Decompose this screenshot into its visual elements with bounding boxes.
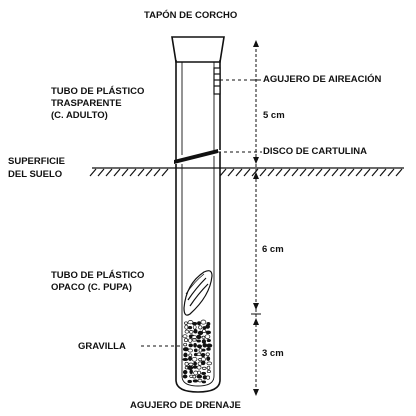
gravel-stone: [182, 358, 189, 361]
gravel-stone: [193, 370, 199, 376]
cardboard-disc-label: DISCO DE CARTULINA: [263, 146, 367, 157]
gravel-stone: [187, 379, 192, 384]
gravel-stone: [189, 369, 193, 375]
opaque-tube-label-line1: TUBO DE PLÁSTICO: [51, 270, 145, 281]
gravel-stone: [202, 343, 208, 348]
aeration-hole-label: AGUJERO DE AIREACIÓN: [263, 74, 382, 85]
cork-stopper: [171, 36, 225, 63]
aeration-hole-icon: [213, 67, 221, 95]
transparent-tube: [175, 60, 221, 160]
gravel-stone: [201, 380, 207, 384]
gravel-stone: [200, 352, 206, 358]
gravel-stone: [183, 342, 188, 347]
gravel-label: GRAVILLA: [78, 341, 126, 352]
gravel-stone: [196, 365, 202, 370]
gravel-stone: [201, 329, 207, 333]
gravel-stone: [188, 330, 194, 334]
gravel-stone: [197, 370, 201, 375]
transparent-tube-label-line2: TRASPARENTE: [51, 98, 122, 109]
gravel-stone: [182, 369, 188, 375]
gravel-stone: [184, 329, 190, 334]
gravel-stone: [192, 374, 197, 379]
gravel-stone: [206, 338, 211, 343]
gravel-fill: [182, 319, 213, 384]
soil-surface-label-line2: DEL SUELO: [8, 169, 63, 180]
soil-surface-label-line1: SUPERFICIE: [8, 156, 66, 167]
pupa-icon: [183, 270, 213, 316]
gravel-stone: [187, 365, 194, 370]
gravel-stone: [188, 353, 193, 357]
gravel-stone: [206, 343, 213, 348]
gravel-stone: [196, 352, 202, 357]
drain-hole-label: AGUJERO DE DRENAJE: [130, 400, 241, 411]
gravel-stone: [197, 378, 203, 383]
gravel-stone: [192, 324, 197, 330]
gravel-stone: [205, 375, 211, 380]
gravel-stone: [201, 348, 206, 352]
gravel-stone: [206, 369, 211, 374]
gravel-stone: [196, 374, 203, 379]
gravel-stone: [206, 361, 213, 366]
gravel-stone: [188, 362, 194, 367]
gravel-stone: [184, 321, 188, 325]
gravel-stone: [193, 361, 197, 366]
gravel-stone: [201, 371, 207, 375]
gravel-stone: [196, 334, 202, 340]
gravel-stone: [192, 322, 198, 326]
cardboard-disc: [174, 149, 218, 164]
soil-surface-line: [89, 167, 404, 177]
gravel-stone: [197, 321, 201, 326]
gravel-stone: [192, 379, 199, 383]
gravel-stone: [183, 352, 188, 358]
measurement-top-label: 5 cm: [263, 110, 285, 121]
opaque-tube-inner: [181, 156, 215, 387]
leader-lines: [141, 79, 262, 347]
gravel-stone: [188, 343, 193, 348]
measurement-middle-label: 6 cm: [262, 244, 284, 255]
transparent-tube-label-line1: TUBO DE PLÁSTICO: [51, 86, 145, 97]
gravel-stone: [191, 356, 198, 362]
measurement-bottom-label: 3 cm: [262, 348, 284, 359]
gravel-stone: [191, 338, 197, 342]
gravel-stone: [201, 366, 207, 370]
gravel-stone: [188, 338, 193, 343]
gravel-stone: [191, 335, 198, 339]
gravel-stone: [201, 335, 206, 339]
gravel-stone: [187, 320, 194, 325]
gravel-stone: [205, 324, 210, 329]
gravel-stone: [201, 339, 207, 344]
opaque-tube-label-line2: OPACO (C. PUPA): [51, 282, 132, 293]
cork-stopper-label: TAPÓN DE CORCHO: [144, 10, 238, 21]
gravel-stone: [196, 344, 203, 349]
gravel-stone: [204, 334, 211, 339]
gravel-stone: [205, 352, 210, 357]
gravel-stone: [187, 348, 193, 353]
gravel-stone: [206, 365, 211, 370]
gravel-stone: [182, 334, 188, 339]
opaque-tube: [175, 152, 221, 393]
gravel-stone: [206, 356, 211, 361]
gravel-stone: [193, 348, 198, 353]
gravel-stone: [197, 330, 204, 336]
gravel-stone: [206, 347, 211, 351]
gravel-stone: [184, 361, 189, 366]
gravel-stone: [188, 356, 193, 361]
gravel-stone: [187, 325, 193, 330]
gravel-stone: [196, 339, 201, 343]
transparent-tube-label-line3: (C. ADULTO): [51, 110, 108, 121]
gravel-stone: [182, 374, 188, 379]
gravel-stone: [200, 319, 207, 325]
gravel-stone: [184, 324, 189, 330]
gravel-stone: [193, 329, 198, 334]
gravel-stone: [183, 338, 189, 343]
gravel-stone: [192, 365, 198, 369]
measurement-scale: [251, 40, 261, 396]
gravel-stone: [193, 342, 197, 348]
gravel-stone: [205, 330, 211, 335]
gravel-stone: [200, 360, 206, 366]
gravel-stone: [198, 325, 203, 330]
